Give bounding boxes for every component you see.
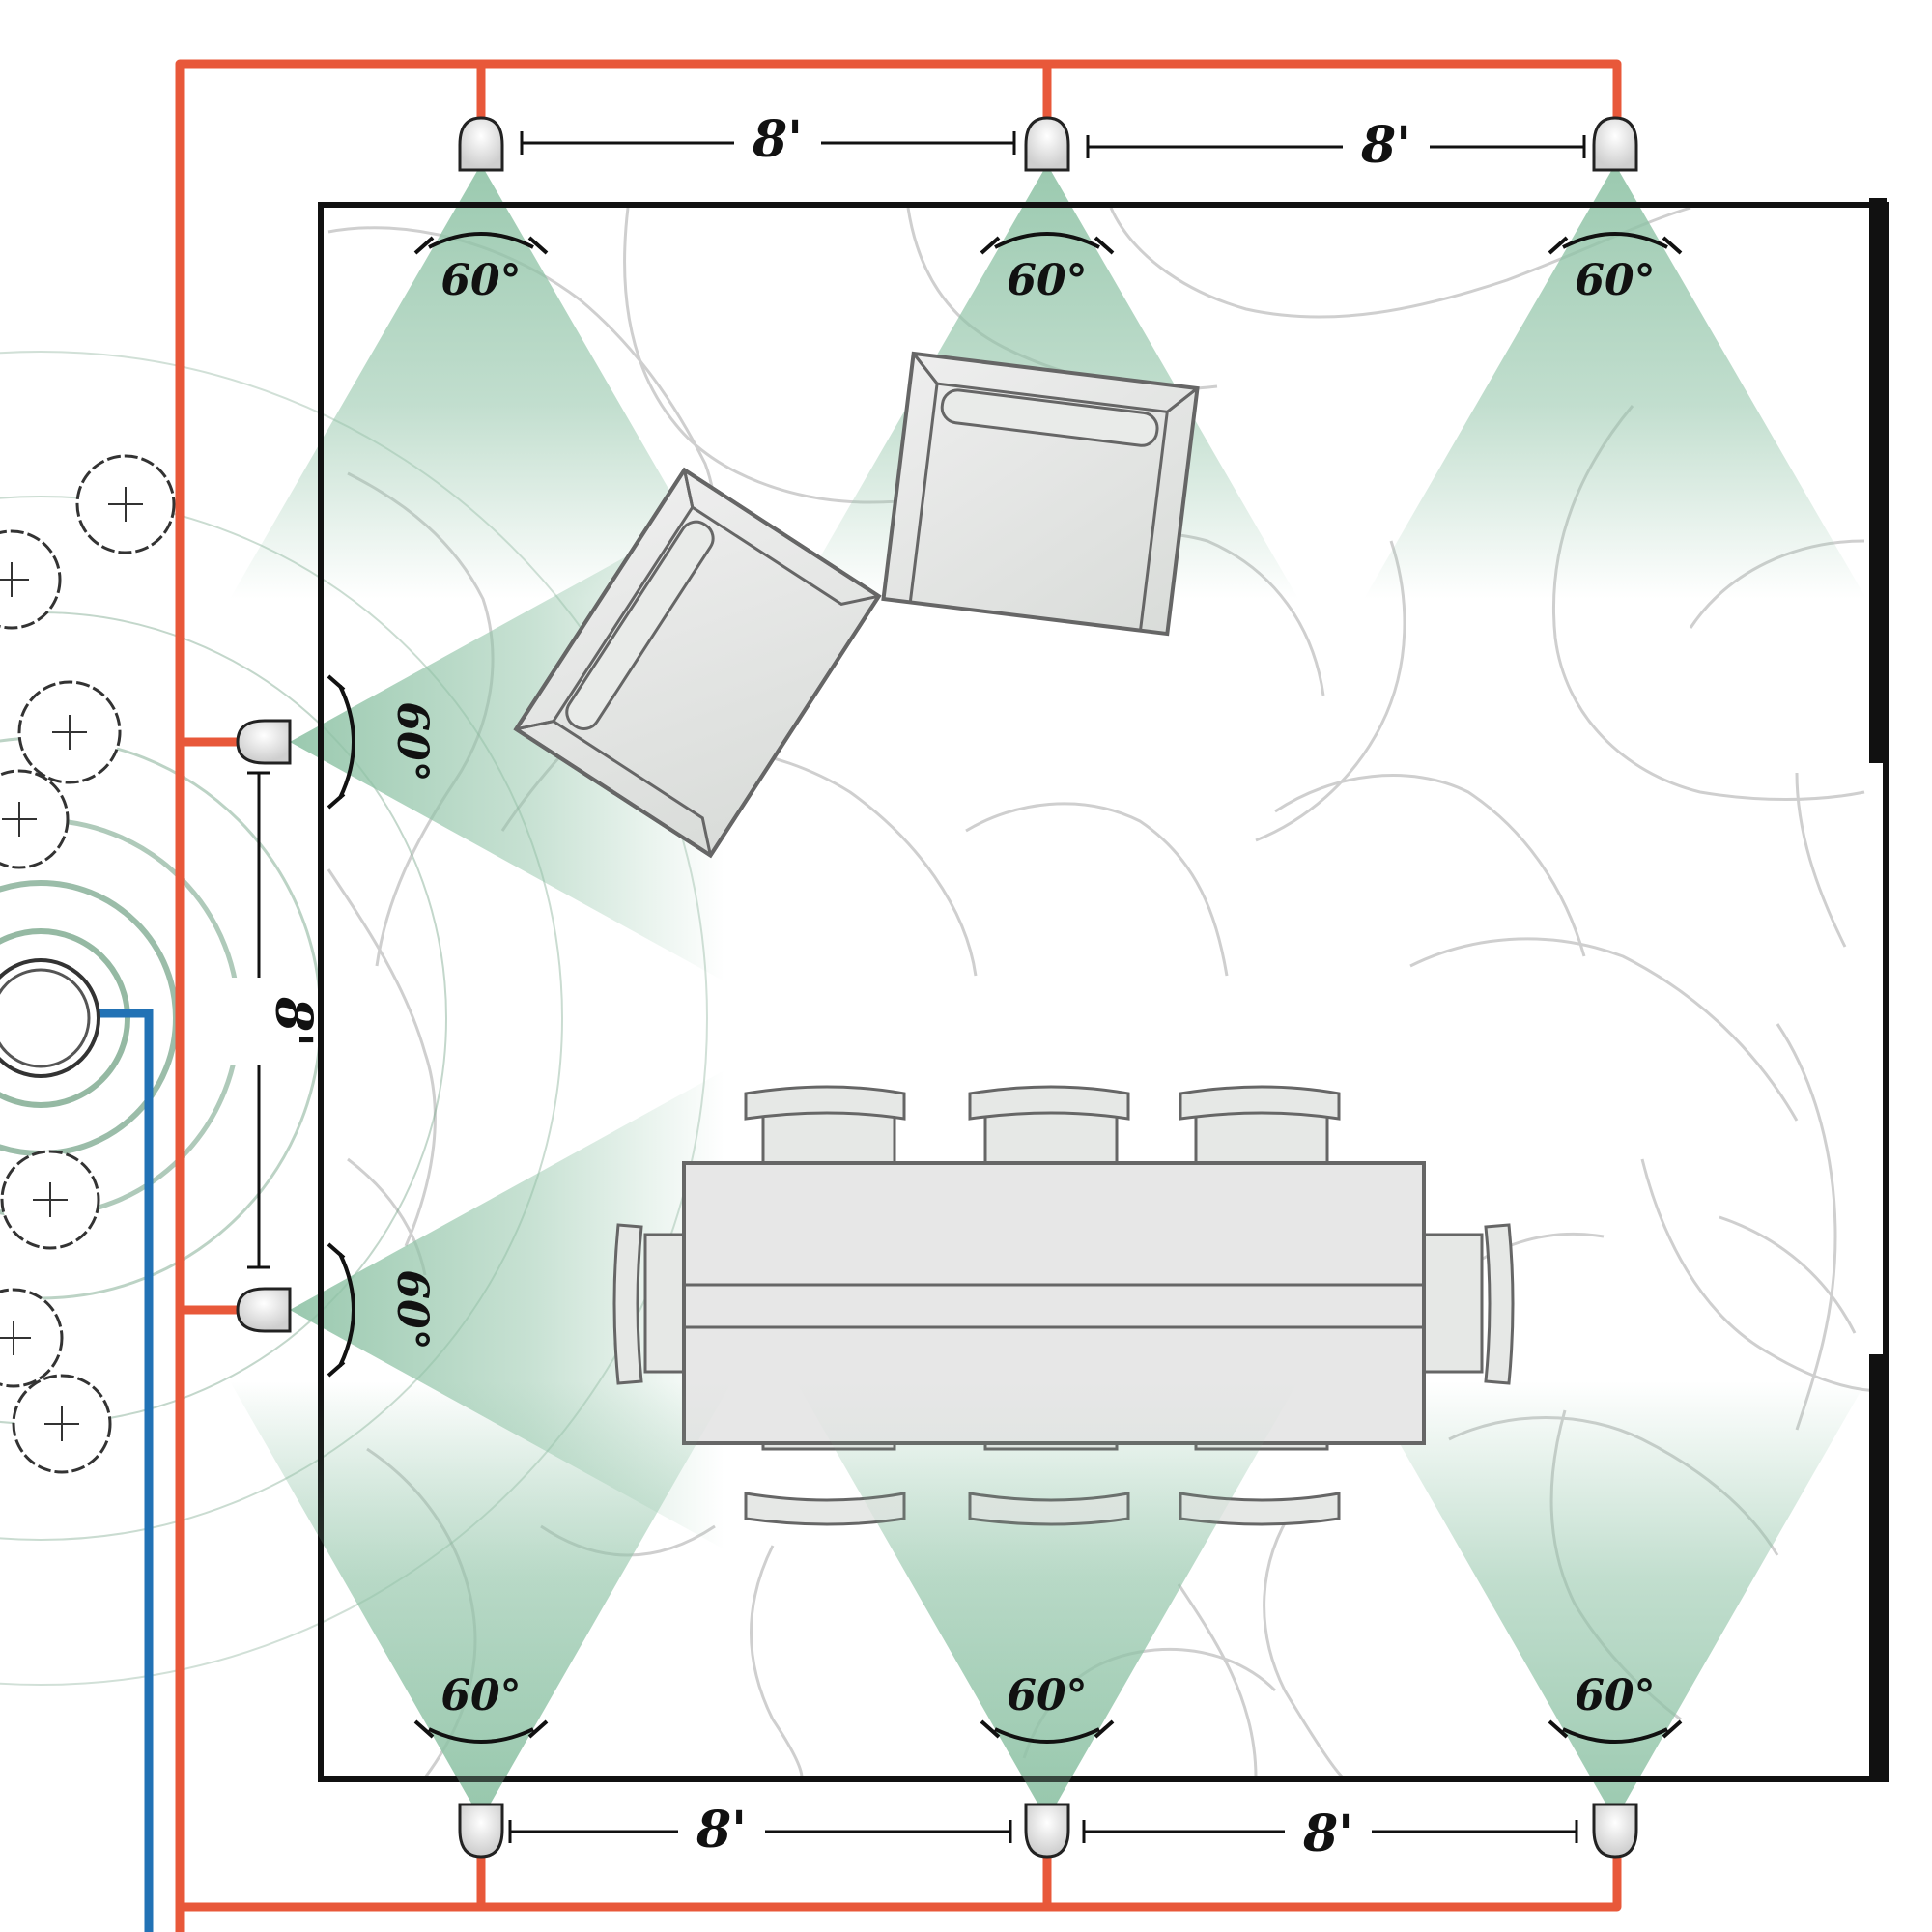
power-wiring [175,59,1622,1932]
window-bottom-right [1869,1354,1887,1779]
shrub-icon [0,529,62,630]
shrub-icon [75,454,176,554]
beam-angle-label: 60° [1575,256,1655,305]
beam-bottom-3 [1364,1381,1866,1820]
spacing-label: 8' [1360,116,1411,175]
wall-washer-light-icon [458,116,504,172]
spacing-label: 8' [752,110,803,169]
angle-arcs [327,232,1683,1744]
beam-angle-label: 60° [1007,1671,1087,1720]
shrub-icon [12,1374,112,1474]
wall-washer-light-icon [458,1803,504,1859]
spacing-label: 8' [1302,1804,1353,1863]
wall-washer-light-icon [236,1287,292,1333]
beam-angle-label: 60° [1575,1671,1655,1720]
data-wiring [87,1009,154,1932]
beam-top-3 [1364,164,1866,599]
wall-washer-light-icon [236,719,292,765]
angle-labels: 60° 60° 60° 60° 60° 60° 60° 60° [387,256,1656,1720]
wall-washer-light-icon [1592,1803,1638,1859]
beam-angle-label: 60° [387,1269,437,1350]
shrub-icon [0,1150,100,1250]
beam-angle-label: 60° [1007,256,1087,305]
dimension-lines [247,131,1586,1843]
armchair-left [513,467,882,859]
wall-washer-light-icon [1592,116,1638,172]
shrub-icon [17,680,122,784]
beam-angle-label: 60° [440,256,521,305]
beam-angle-label: 60° [387,701,437,781]
beam-overlay [230,1381,1298,1820]
beam-top-1 [230,164,732,599]
wall-washer-light-icon [1024,1803,1070,1859]
spacing-label: 8' [264,996,323,1047]
dining-chair [1422,1223,1515,1385]
shrub-icon [0,769,70,869]
wireless-hub-icon [0,958,100,1078]
spacing-label: 8' [696,1801,747,1860]
light-fixtures [236,116,1638,1859]
window-top-right [1869,198,1887,763]
room-walls [318,198,1889,1782]
armchair-right [881,351,1200,637]
wall-washer-light-icon [1024,116,1070,172]
plants [0,454,176,1474]
shrub-icon [0,1288,64,1388]
beam-angle-label: 60° [440,1671,521,1720]
dimension-labels: 8' 8' 8' 8' 8' [230,108,1430,1863]
